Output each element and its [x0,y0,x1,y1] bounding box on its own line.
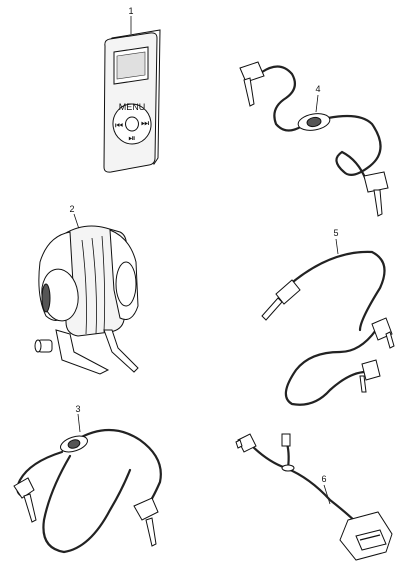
cable-6-plug-top [281,433,291,447]
cable-6-plug-left-tip [235,439,243,449]
splitter-cable: 5 [261,228,395,406]
cable-3-plug-left-pin [23,493,37,523]
cable-5-plug-branch-2-pin [359,375,367,393]
holder-back-plate [63,225,127,337]
holder-rib-2 [91,237,97,335]
cable-6-clip [281,464,295,472]
player-screen-glass [116,51,146,80]
callout-4-leader [315,94,319,113]
callout-1-number: 1 [128,6,133,16]
holder-left-pad-edge [41,283,51,313]
cable-3-plug-right-body [133,497,159,521]
cable-5-upper-run [286,250,386,332]
cable-6-dock-slot [359,534,381,541]
holder-right-pad [115,261,137,307]
holder-knob-cap [34,339,42,353]
cable-3-plug-left-body [13,477,35,499]
wheel-next-label: ⏭ [141,118,149,128]
cable-4-controller-knob [306,116,322,128]
cable-4-lower-run [326,114,382,182]
cable-5-lower-run [284,328,378,406]
callout-6-leader [323,484,331,505]
holder-base-right [103,329,139,373]
wheel-play-label: ⏯ [128,133,135,143]
inline-control-cable-2: 4 [239,61,389,217]
wheel-menu-label: MENU [119,102,146,112]
inline-control-cable: 3 [13,404,162,554]
callout-5-number: 5 [333,228,338,238]
callout-3-leader [77,413,81,433]
cable-4-plug-bottom-body [363,171,389,193]
cable-5-plug-branch-2-body [361,359,381,381]
cable-3-loop [42,454,132,554]
wheel-prev-label: ⏮ [115,120,123,130]
holder-rib-1 [81,239,87,335]
cable-3-plug-right-pin [145,517,157,547]
holder-rib-3 [101,235,106,333]
cable-4-upper-run [260,65,304,132]
media-player: 1 MENU ⏮ ⏭ ⏯ [103,6,161,173]
cable-4-plug-top-pin [243,77,255,107]
cable-6-main-run [248,442,362,528]
cable-4-plug-bottom-pin [373,189,383,217]
cable-5-plug-main-pin [261,297,283,321]
cable-6-plug-left [237,433,257,453]
callout-6-number: 6 [321,474,326,484]
holder-base-left [55,329,110,375]
callout-5-leader [335,238,339,255]
cable-5-plug-branch-1-pin [385,331,395,349]
click-wheel-center [125,116,139,132]
callout-3-number: 3 [75,404,80,414]
callout-4-number: 4 [315,84,320,94]
dock-connector-cable: 6 [235,433,393,561]
player-holder: 2 [34,204,139,375]
callout-2-number: 2 [69,204,74,214]
cable-3-controller-knob [67,439,81,449]
cable-4-plug-top-body [239,61,265,83]
